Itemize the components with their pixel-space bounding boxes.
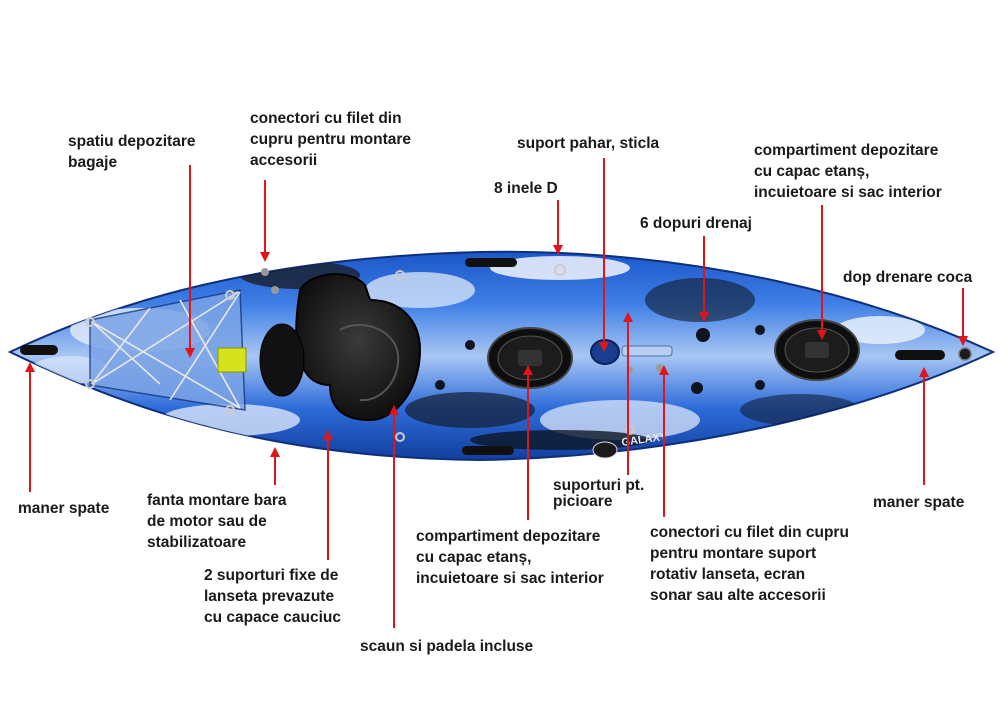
arrow-drain-plugs-head [699, 312, 709, 322]
footrest-rail [621, 345, 673, 357]
arrow-center-hatch [523, 365, 533, 520]
arrow-cup-holder [599, 158, 609, 352]
arrow-drain-plugs [699, 236, 709, 322]
label-drain-plugs: 6 dopuri drenaj [640, 215, 752, 232]
arrow-hull-drain [958, 288, 968, 346]
center-hatch [487, 327, 573, 389]
arrow-copper-threads-top-head [260, 252, 270, 262]
arrow-front-hatch-head [817, 330, 827, 340]
seat [259, 273, 422, 422]
callout-arrows [25, 158, 968, 628]
label-motor-slot: fanta montare bara de motor sau de stabi… [147, 492, 287, 551]
arrow-motor-slot-head [270, 447, 280, 457]
arrow-seat-paddle [389, 405, 399, 628]
arrow-footrests [623, 312, 633, 475]
arrow-handle-right-head [919, 367, 929, 377]
d-rings [85, 264, 635, 442]
arrow-rod-holders-head [323, 430, 333, 440]
arrow-footrests-head [623, 312, 633, 322]
rear-handle [20, 345, 58, 355]
label-d-rings: 8 inele D [494, 180, 558, 197]
label-copper-threads-right: conectori cu filet din cupru pentru mont… [650, 524, 849, 604]
arrow-hull-drain-head [958, 336, 968, 346]
label-cup-holder: suport pahar, sticla [517, 135, 660, 152]
arrow-d-rings [553, 200, 563, 255]
front-handle [895, 350, 945, 360]
label-hull-drain: dop drenare coca [843, 269, 973, 286]
arrow-copper-threads-top [260, 180, 270, 262]
label-handle-left: maner spate [18, 500, 110, 517]
arrow-center-hatch-head [523, 365, 533, 375]
arrow-motor-slot [270, 447, 280, 485]
label-copper-threads-top: conectori cu filet din cupru pentru mont… [250, 110, 412, 169]
arrow-front-hatch [817, 205, 827, 340]
arrow-handle-left [25, 362, 35, 492]
arrow-d-rings-head [553, 245, 563, 255]
drain-plugs [435, 325, 765, 394]
arrow-handle-left-head [25, 362, 35, 372]
label-storage-area: spatiu depozitare bagaje [68, 133, 196, 171]
arrow-copper-threads-right-head [659, 365, 669, 375]
label-seat-paddle: scaun si padela incluse [360, 638, 534, 655]
arrow-cup-holder-head [599, 342, 609, 352]
label-center-hatch: compartiment depozitare cu capac etanș, … [416, 528, 604, 587]
side-handle-bottom [462, 446, 514, 455]
arrow-copper-threads-right [659, 365, 669, 517]
label-footrests: suporturi pt. picioare [553, 477, 645, 510]
hull-drain-plug [958, 347, 972, 361]
arrow-storage-area-head [185, 348, 195, 358]
front-hatch [774, 319, 860, 381]
arrow-storage-area [185, 165, 195, 358]
arrow-handle-right [919, 367, 929, 485]
label-rod-holders: 2 suporturi fixe de lanseta prevazute cu… [204, 567, 341, 626]
label-front-hatch: compartiment depozitare cu capac etanș, … [754, 142, 942, 201]
arrow-rod-holders [323, 430, 333, 560]
label-handle-right: maner spate [873, 494, 965, 511]
arrow-seat-paddle-head [389, 405, 399, 415]
side-handle-top [465, 258, 517, 267]
